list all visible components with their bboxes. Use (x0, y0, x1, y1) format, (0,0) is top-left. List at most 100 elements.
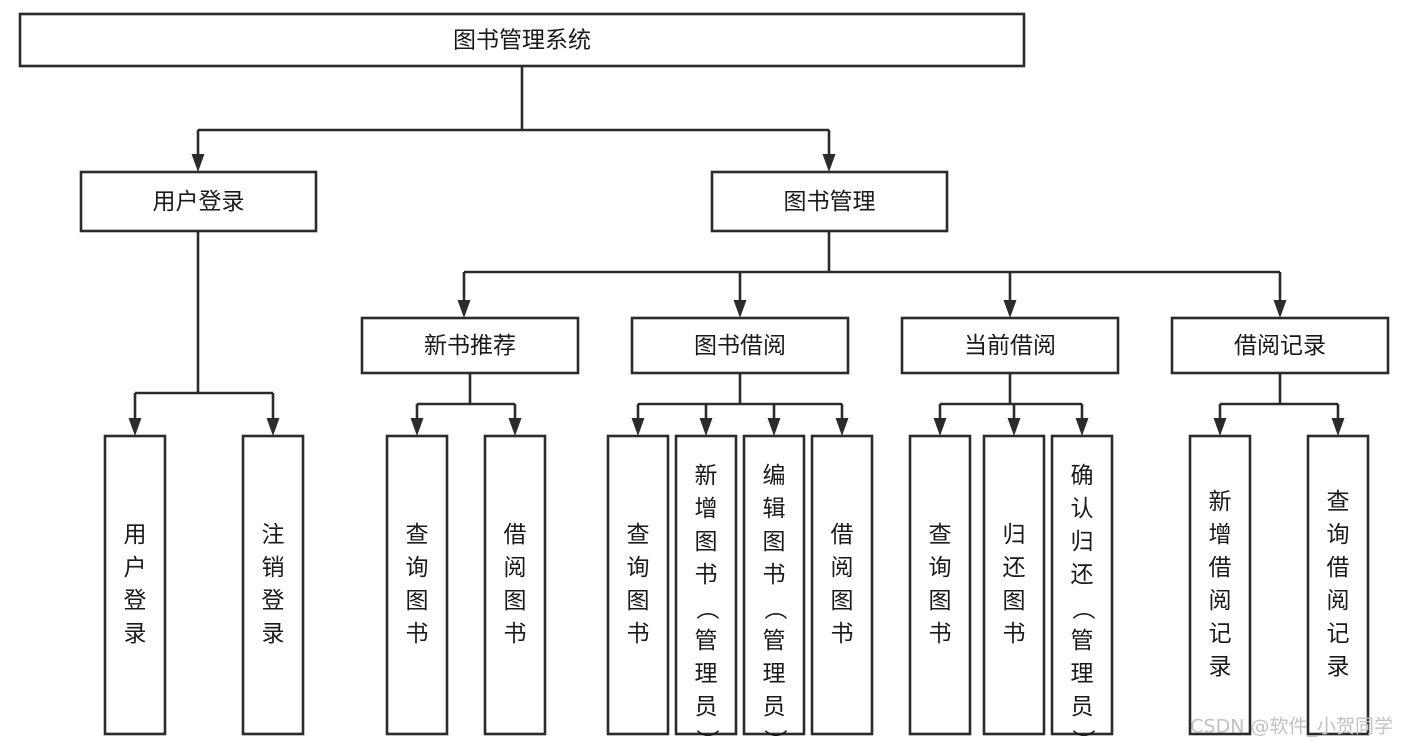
label-char: 借 (831, 522, 854, 548)
node-user-login[interactable]: 用户登录 (79, 170, 318, 233)
label-char: 还 (1071, 562, 1094, 588)
label-char: 录 (262, 621, 285, 647)
node-box[interactable] (1188, 434, 1252, 736)
node-box[interactable] (1170, 316, 1390, 375)
node-book-borrow[interactable]: 图书借阅 (630, 316, 850, 375)
node-box[interactable] (385, 434, 449, 736)
node-box[interactable] (79, 170, 318, 233)
node-box[interactable] (710, 170, 949, 233)
node-leaf-user-login[interactable]: 用户登录 (103, 434, 167, 736)
arrow-head-icon (822, 154, 836, 172)
arrow-head-icon (733, 300, 747, 318)
label-char: 记 (1209, 621, 1232, 647)
node-box[interactable] (742, 434, 806, 736)
label-char: 还 (1003, 555, 1026, 581)
arrow-head-icon (266, 418, 280, 436)
node-box[interactable] (674, 434, 738, 736)
label-char: 图 (763, 529, 786, 555)
arrow-head-icon (767, 418, 781, 436)
node-box[interactable] (606, 434, 670, 736)
node-box[interactable] (103, 434, 167, 736)
label-char: ） (1070, 729, 1096, 747)
label-char: 销 (262, 555, 285, 581)
label-char: 编 (763, 463, 786, 489)
node-box[interactable] (18, 12, 1026, 68)
csdn-watermark: CSDN @软件_小贺同学 (1190, 716, 1393, 738)
node-box[interactable] (630, 316, 850, 375)
node-book-manage[interactable]: 图书管理 (710, 170, 949, 233)
arrow-head-icon (835, 418, 849, 436)
node-new-book-recommend[interactable]: 新书推荐 (360, 316, 580, 375)
node-borrow-record[interactable]: 借阅记录 (1170, 316, 1390, 375)
label-char: 理 (763, 661, 786, 687)
label-char: 新 (695, 463, 718, 489)
label-char: 录 (1209, 654, 1232, 680)
label-char: 阅 (1327, 588, 1350, 614)
label-char: 查 (627, 522, 650, 548)
connector-user-login (128, 231, 280, 436)
label-char: 录 (124, 621, 147, 647)
arrow-head-icon (1003, 300, 1017, 318)
node-box[interactable] (1050, 434, 1114, 736)
label-char: 户 (124, 555, 147, 581)
arrow-head-icon (631, 418, 645, 436)
label-char: 阅 (831, 555, 854, 581)
label-char: 书 (695, 562, 718, 588)
node-box[interactable] (483, 434, 547, 736)
connector-root (191, 66, 836, 172)
label-char: 询 (406, 555, 429, 581)
label-char: 图 (831, 588, 854, 614)
node-current-borrow[interactable]: 当前借阅 (900, 316, 1120, 375)
node-layer: 图书管理系统用户登录图书管理新书推荐图书借阅当前借阅借阅记录用户登录注销登录查询… (18, 12, 1390, 747)
label-char: 员 (695, 694, 718, 720)
node-box[interactable] (810, 434, 874, 736)
node-box[interactable] (360, 316, 580, 375)
label-char: 书 (831, 621, 854, 647)
node-root[interactable]: 图书管理系统 (18, 12, 1026, 68)
node-box[interactable] (900, 316, 1120, 375)
node-box[interactable] (982, 434, 1046, 736)
connector-book-borrow (631, 373, 849, 436)
label-char: 管 (1071, 628, 1094, 654)
label-char: 书 (763, 562, 786, 588)
arrow-head-icon (1331, 418, 1345, 436)
node-box[interactable] (1306, 434, 1370, 736)
label-char: 图 (504, 588, 527, 614)
connector-current-borrow (933, 373, 1089, 436)
node-label: 当前借阅 (964, 333, 1056, 359)
node-box[interactable] (241, 434, 305, 736)
label-char: 书 (504, 621, 527, 647)
label-char: 增 (695, 496, 718, 522)
label-char: 查 (1327, 489, 1350, 515)
node-label: 新书推荐 (424, 333, 516, 359)
label-char: 管 (695, 628, 718, 654)
label-char: 书 (929, 621, 952, 647)
node-box[interactable] (908, 434, 972, 736)
label-char: （ (762, 597, 788, 620)
label-char: 员 (763, 694, 786, 720)
arrow-head-icon (933, 418, 947, 436)
